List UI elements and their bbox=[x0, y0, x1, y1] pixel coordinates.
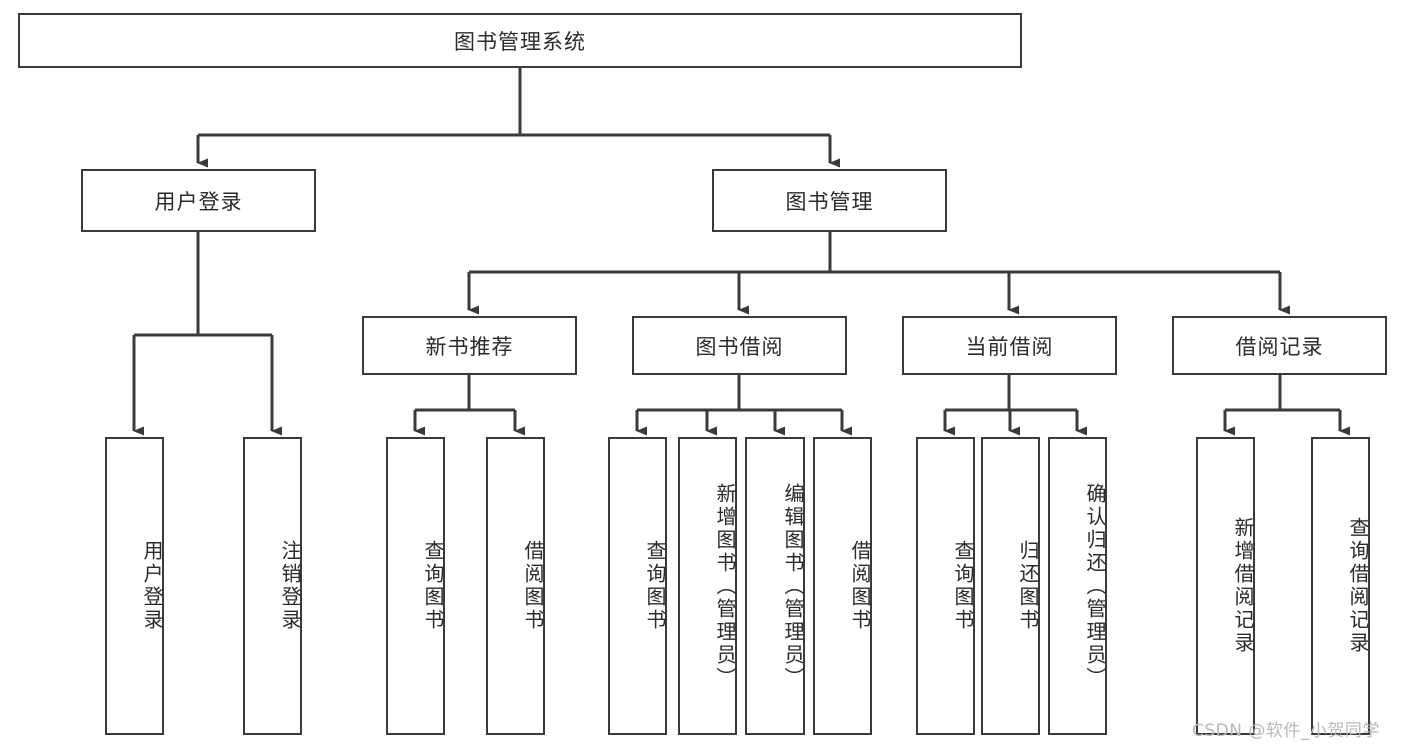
node-leaf-borrow-book[interactable]: 借阅图书 bbox=[813, 437, 872, 735]
node-leaf-user-login-label: 用户登录 bbox=[140, 540, 164, 632]
node-leaf-user-login[interactable]: 用户登录 bbox=[105, 437, 164, 735]
node-leaf-return-book[interactable]: 归还图书 bbox=[981, 437, 1040, 735]
node-leaf-query-record[interactable]: 查询借阅记录 bbox=[1311, 437, 1370, 735]
node-leaf-confirm-return[interactable]: 确认归还（管理员） bbox=[1048, 437, 1107, 735]
node-leaf-confirm-return-label: 确认归还（管理员） bbox=[1083, 482, 1107, 690]
node-user-login-label: 用户登录 bbox=[154, 189, 243, 214]
node-leaf-query-book-rec[interactable]: 查询图书 bbox=[386, 437, 445, 735]
node-leaf-edit-book[interactable]: 编辑图书（管理员） bbox=[745, 437, 805, 735]
node-new-book-recommend-label: 新书推荐 bbox=[425, 334, 514, 359]
node-root[interactable]: 图书管理系统 bbox=[18, 13, 1022, 68]
node-leaf-query-book-borrow-label: 查询图书 bbox=[643, 540, 667, 632]
node-leaf-borrow-book-label: 借阅图书 bbox=[848, 540, 872, 632]
node-current-borrow-label: 当前借阅 bbox=[965, 334, 1054, 359]
node-leaf-query-record-label: 查询借阅记录 bbox=[1346, 517, 1370, 655]
node-leaf-borrow-book-rec-label: 借阅图书 bbox=[521, 540, 545, 632]
node-current-borrow[interactable]: 当前借阅 bbox=[902, 316, 1117, 375]
node-book-manage-label: 图书管理 bbox=[785, 189, 874, 214]
node-new-book-recommend[interactable]: 新书推荐 bbox=[362, 316, 577, 375]
node-leaf-edit-book-label: 编辑图书（管理员） bbox=[781, 482, 805, 690]
node-leaf-add-book-label: 新增图书（管理员） bbox=[713, 482, 737, 690]
node-leaf-query-book-cur-label: 查询图书 bbox=[951, 540, 975, 632]
node-book-borrow[interactable]: 图书借阅 bbox=[632, 316, 847, 375]
node-leaf-add-record-label: 新增借阅记录 bbox=[1231, 517, 1255, 655]
node-leaf-logout[interactable]: 注销登录 bbox=[243, 437, 302, 735]
node-user-login[interactable]: 用户登录 bbox=[81, 169, 316, 232]
node-leaf-add-record[interactable]: 新增借阅记录 bbox=[1196, 437, 1255, 735]
csdn-watermark: CSDN @软件_小贺同学 bbox=[1192, 721, 1380, 741]
node-leaf-add-book[interactable]: 新增图书（管理员） bbox=[678, 437, 737, 735]
node-borrow-record[interactable]: 借阅记录 bbox=[1172, 316, 1387, 375]
node-book-manage[interactable]: 图书管理 bbox=[712, 169, 947, 232]
node-leaf-return-book-label: 归还图书 bbox=[1016, 540, 1040, 632]
node-leaf-query-book-borrow[interactable]: 查询图书 bbox=[608, 437, 667, 735]
node-root-label: 图书管理系统 bbox=[454, 29, 586, 54]
node-borrow-record-label: 借阅记录 bbox=[1235, 334, 1324, 359]
node-leaf-logout-label: 注销登录 bbox=[278, 540, 302, 632]
node-leaf-borrow-book-rec[interactable]: 借阅图书 bbox=[486, 437, 545, 735]
node-book-borrow-label: 图书借阅 bbox=[695, 334, 784, 359]
node-leaf-query-book-rec-label: 查询图书 bbox=[421, 540, 445, 632]
node-leaf-query-book-cur[interactable]: 查询图书 bbox=[916, 437, 975, 735]
